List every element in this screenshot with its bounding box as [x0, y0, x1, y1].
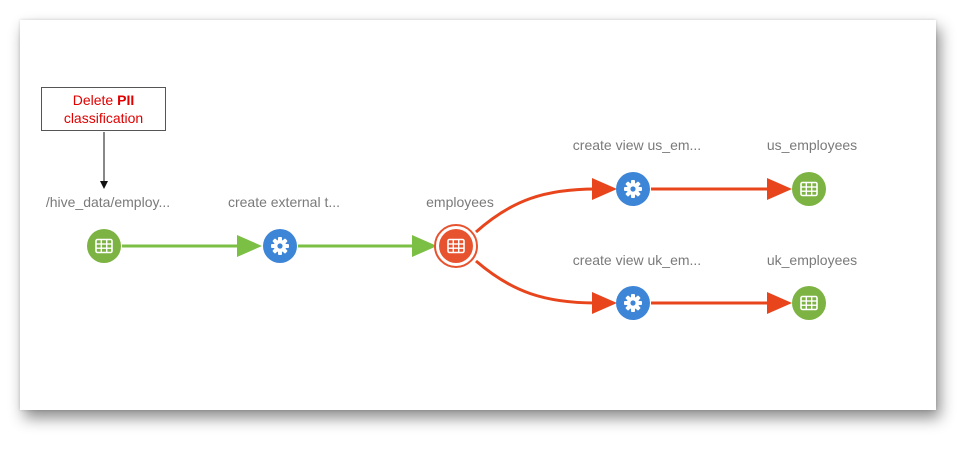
node-hive-data[interactable]: /hive_data/employ... [46, 194, 170, 263]
node-uk-employees[interactable]: uk_employees [767, 252, 857, 320]
edge-arrowhead [412, 235, 437, 257]
annotation-prefix: Delete [72, 92, 118, 108]
edge-arrowhead [237, 235, 262, 257]
node-label: /hive_data/employ... [46, 194, 170, 210]
node-create-view-us[interactable]: create view us_em... [573, 137, 701, 206]
annotation-line-2: classification [63, 110, 144, 126]
gear-icon [624, 180, 642, 198]
edge-arrowhead [767, 178, 792, 200]
annotation-pointer [100, 132, 108, 189]
node-label: create view us_em... [573, 137, 701, 153]
edges [122, 178, 792, 314]
node-label: create view uk_em... [573, 252, 701, 268]
gear-icon [624, 294, 642, 312]
node-us-employees[interactable]: us_employees [767, 137, 857, 206]
edge-arrowhead [592, 178, 617, 200]
node-create-external[interactable]: create external t... [228, 194, 340, 263]
edge-arrowhead [767, 292, 792, 314]
lineage-canvas [20, 20, 936, 410]
node-label: us_employees [767, 137, 857, 153]
edge-arrowhead [592, 292, 617, 314]
node-create-view-uk[interactable]: create view uk_em... [573, 252, 701, 320]
edge-employees-to-create-view-uk [475, 259, 597, 305]
node-label: employees [426, 194, 494, 210]
node-employees[interactable]: employees [426, 194, 494, 268]
pii-label: PII [117, 92, 135, 108]
node-label: uk_employees [767, 252, 857, 268]
gear-icon [271, 237, 289, 255]
edge-employees-to-create-view-us [475, 187, 597, 234]
pii-annotation-box: Delete PII classification [41, 87, 166, 131]
annotation-line-1: Delete PII [42, 91, 165, 109]
node-label: create external t... [228, 194, 340, 210]
